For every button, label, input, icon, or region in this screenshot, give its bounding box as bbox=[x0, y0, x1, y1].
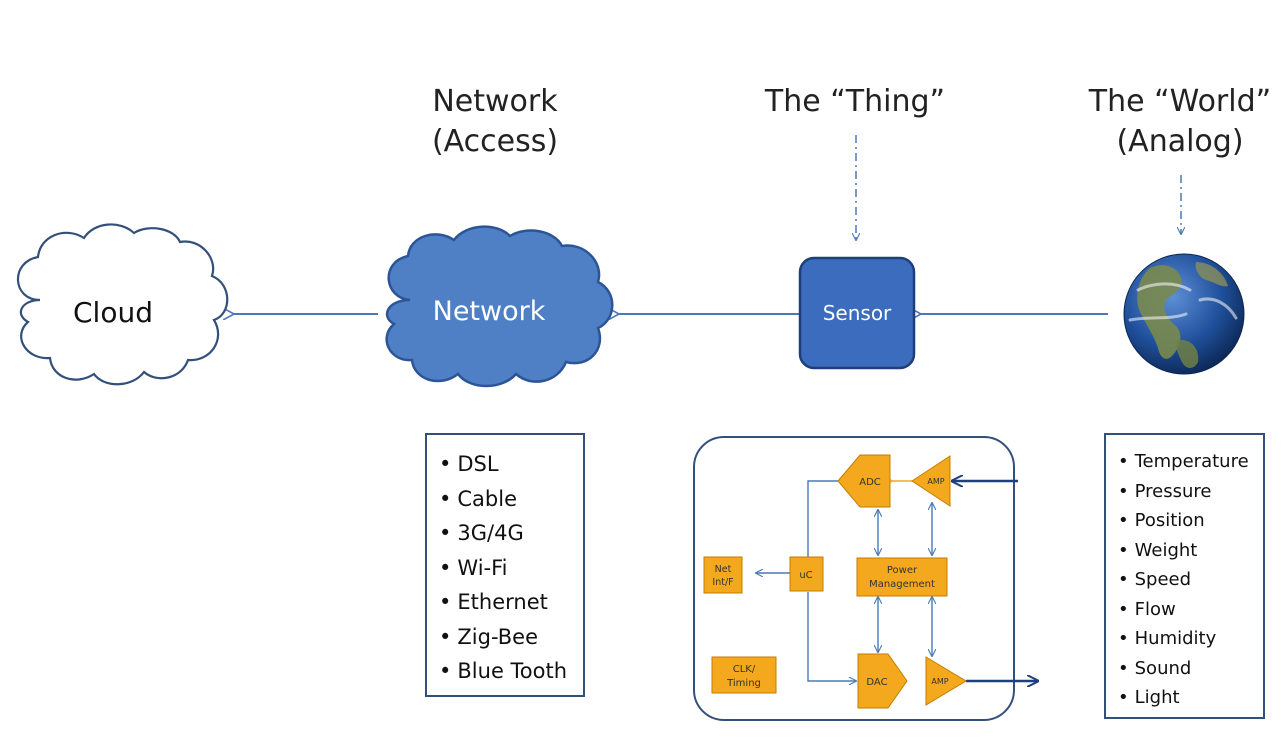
list-item: Ethernet bbox=[439, 585, 583, 620]
dac-block bbox=[857, 653, 908, 709]
list-item: Humidity bbox=[1118, 624, 1263, 654]
list-item: Pressure bbox=[1118, 477, 1263, 507]
uc-to-dac-arrow bbox=[807, 592, 856, 681]
adc-label: ADC bbox=[859, 477, 881, 488]
list-item: Temperature bbox=[1118, 447, 1263, 477]
thing-heading-line1: The “Thing” bbox=[764, 84, 946, 119]
list-item: 3G/4G bbox=[439, 516, 583, 551]
clk-timing-block bbox=[711, 656, 777, 694]
sensor-box bbox=[798, 256, 916, 370]
list-item: DSL bbox=[439, 447, 583, 482]
list-item: Blue Tooth bbox=[439, 654, 583, 689]
world-analog-heading: The “World” (Analog) bbox=[1075, 82, 1285, 162]
adc-block bbox=[837, 454, 891, 508]
list-item: Flow bbox=[1118, 595, 1263, 625]
network-heading-line2: (Access) bbox=[431, 124, 559, 159]
network-access-heading: Network (Access) bbox=[395, 82, 595, 162]
adc-to-uc-arrow bbox=[808, 480, 838, 566]
clk-timing-label-line1: CLK/ bbox=[733, 664, 756, 675]
world-heading-line2: (Analog) bbox=[1116, 124, 1244, 159]
thing-heading: The “Thing” bbox=[745, 82, 965, 122]
power-management-label-line1: Power bbox=[887, 565, 918, 576]
earth-globe-icon bbox=[1123, 253, 1245, 375]
network-types-box: DSL Cable 3G/4G Wi-Fi Ethernet Zig-Bee B… bbox=[425, 433, 585, 697]
sensor-block-diagram: ADC AMP uC Net Int/F Power Management CL… bbox=[693, 436, 1038, 721]
list-item: Light bbox=[1118, 683, 1263, 713]
sensor-label: Sensor bbox=[823, 301, 892, 325]
clk-timing-label-line2: Timing bbox=[726, 678, 761, 689]
list-item: Speed bbox=[1118, 565, 1263, 595]
network-heading-line1: Network bbox=[432, 84, 558, 119]
net-interface-block bbox=[703, 556, 743, 594]
network-cloud-icon bbox=[385, 225, 614, 388]
world-heading-line1: The “World” bbox=[1088, 84, 1272, 119]
uc-block bbox=[789, 556, 824, 592]
uc-label: uC bbox=[799, 570, 812, 581]
dac-label: DAC bbox=[866, 677, 887, 688]
network-label: Network bbox=[433, 296, 546, 327]
list-item: Position bbox=[1118, 506, 1263, 536]
amp-in-block bbox=[911, 455, 951, 507]
amp-out-label: AMP bbox=[931, 677, 948, 686]
power-management-block bbox=[856, 557, 948, 597]
net-interface-label-line1: Net bbox=[715, 564, 732, 575]
cloud-outline-icon bbox=[16, 223, 229, 386]
net-interface-label-line2: Int/F bbox=[712, 577, 733, 588]
list-item: Sound bbox=[1118, 654, 1263, 684]
cloud-label: Cloud bbox=[73, 296, 153, 329]
list-item: Zig-Bee bbox=[439, 620, 583, 655]
list-item: Cable bbox=[439, 482, 583, 517]
list-item: Weight bbox=[1118, 536, 1263, 566]
amp-out-block bbox=[925, 656, 967, 706]
power-management-label-line2: Management bbox=[869, 579, 935, 590]
list-item: Wi-Fi bbox=[439, 551, 583, 586]
measurements-box: Temperature Pressure Position Weight Spe… bbox=[1104, 433, 1265, 719]
amp-in-label: AMP bbox=[927, 477, 944, 486]
